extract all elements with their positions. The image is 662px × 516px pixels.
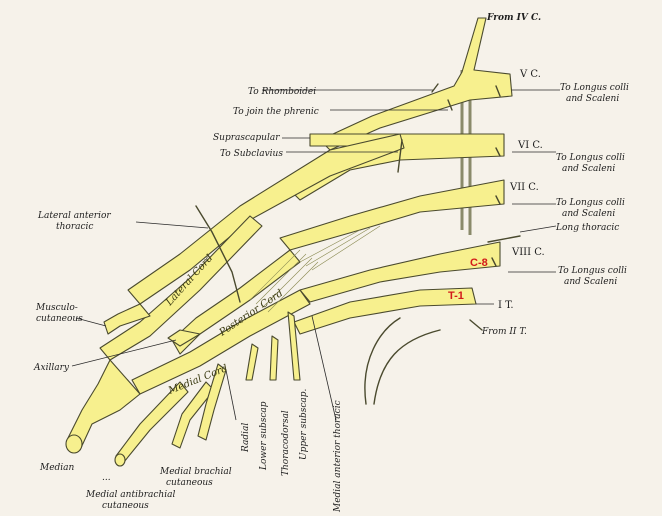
- label-to-rhomboidei: To Rhomboidei: [248, 87, 316, 97]
- label-v-c: V C.: [519, 69, 541, 80]
- long-thoracic-twig: [488, 236, 520, 242]
- label-radial: Radial: [241, 423, 251, 453]
- ptr-radial: [226, 370, 236, 420]
- label-axillary: Axillary: [33, 363, 70, 373]
- label-t1: T-1: [448, 290, 464, 302]
- thoracodorsal-nerve: [270, 336, 278, 380]
- label-lateral-anterior-thoracic-b: thoracic: [56, 222, 93, 232]
- label-to-join-phrenic: To join the phrenic: [233, 107, 319, 117]
- label-lower-subscap: Lower subscap: [259, 401, 269, 471]
- ptr-lateral-anterior-thoracic: [136, 222, 208, 228]
- label-longus-colli-1b: and Scaleni: [566, 94, 619, 104]
- label-from-ii-t: From II T.: [481, 327, 527, 337]
- label-vii-c: VII C.: [509, 182, 539, 193]
- label-longus-colli-3a: To Longus colli: [556, 198, 625, 208]
- label-medial-antibrachial-b: cutaneous: [102, 501, 149, 511]
- label-medial-brachial-a: Medial brachial: [159, 467, 232, 477]
- label-long-thoracic: Long thoracic: [555, 223, 619, 233]
- label-vi-c: VI C.: [517, 140, 543, 151]
- medial-anterior-thoracic-twig: [365, 318, 400, 404]
- label-suprascapular: Suprascapular: [213, 133, 280, 143]
- label-medial-antibrachial-a: Medial antibrachial: [85, 490, 175, 500]
- label-to-subclavius: To Subclavius: [220, 149, 283, 159]
- label-median: Median: [39, 463, 75, 473]
- label-ellipsis: ...: [102, 473, 111, 483]
- median-nerve-end: [66, 435, 82, 453]
- label-medial-brachial-b: cutaneous: [166, 478, 213, 488]
- label-from-iv-c: From IV C.: [486, 13, 541, 23]
- label-longus-colli-2a: To Longus colli: [556, 153, 625, 163]
- label-i-t: I T.: [498, 300, 514, 311]
- label-longus-colli-4b: and Scaleni: [564, 277, 617, 287]
- label-musculocutaneous-a: Musculo-: [35, 303, 78, 313]
- label-longus-colli-1a: To Longus colli: [560, 83, 629, 93]
- label-medial-anterior-thoracic: Medial anterior thoracic: [333, 400, 343, 513]
- root-v-c: [320, 18, 512, 150]
- from-ii-t-twig: [470, 320, 482, 330]
- t2-intercostal-twig: [374, 330, 440, 404]
- label-longus-colli-2b: and Scaleni: [562, 164, 615, 174]
- label-thoracodorsal: Thoracodorsal: [281, 410, 291, 476]
- ptr-long-thoracic: [520, 226, 556, 232]
- medial-antibrachial-end: [115, 454, 125, 466]
- label-longus-colli-3b: and Scaleni: [562, 209, 615, 219]
- label-viii-c: VIII C.: [511, 247, 545, 258]
- label-lateral-anterior-thoracic-a: Lateral anterior: [37, 211, 111, 221]
- lower-subscapular-nerve: [246, 344, 258, 380]
- label-musculocutaneous-b: cutaneous: [36, 314, 83, 324]
- longus-colli-twigs: [492, 86, 500, 266]
- label-c8: C-8: [470, 257, 488, 269]
- label-longus-colli-4a: To Longus colli: [558, 266, 627, 276]
- label-upper-subscap: Upper subscap.: [299, 388, 309, 460]
